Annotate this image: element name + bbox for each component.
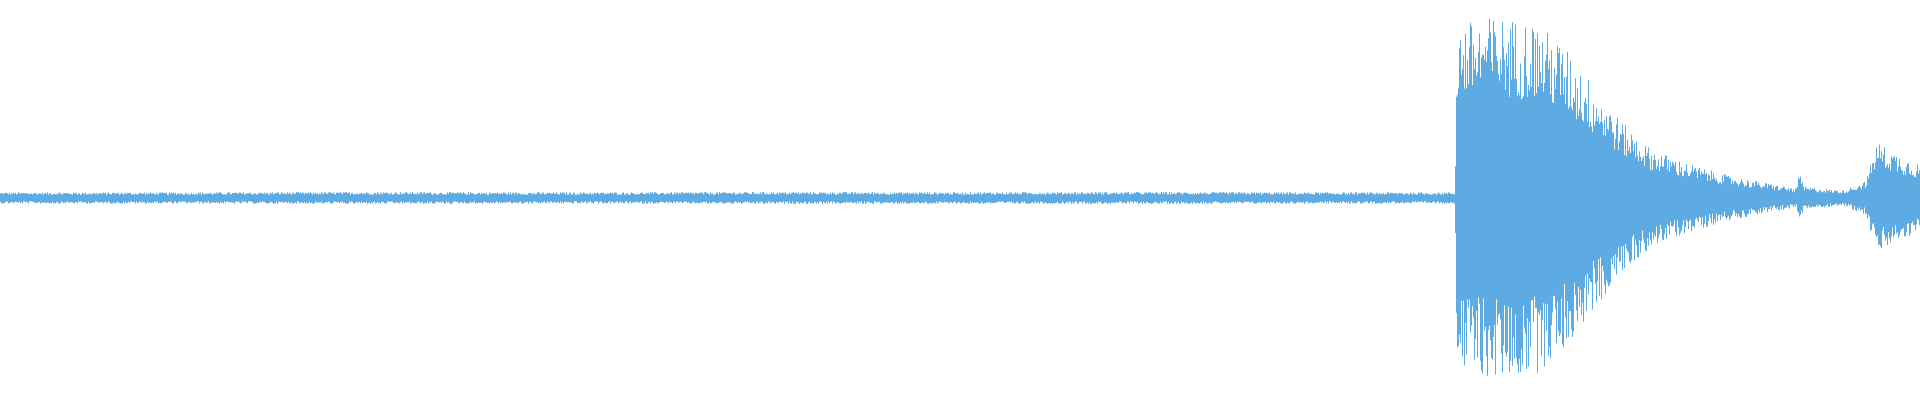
waveform-graphic bbox=[0, 18, 1920, 377]
